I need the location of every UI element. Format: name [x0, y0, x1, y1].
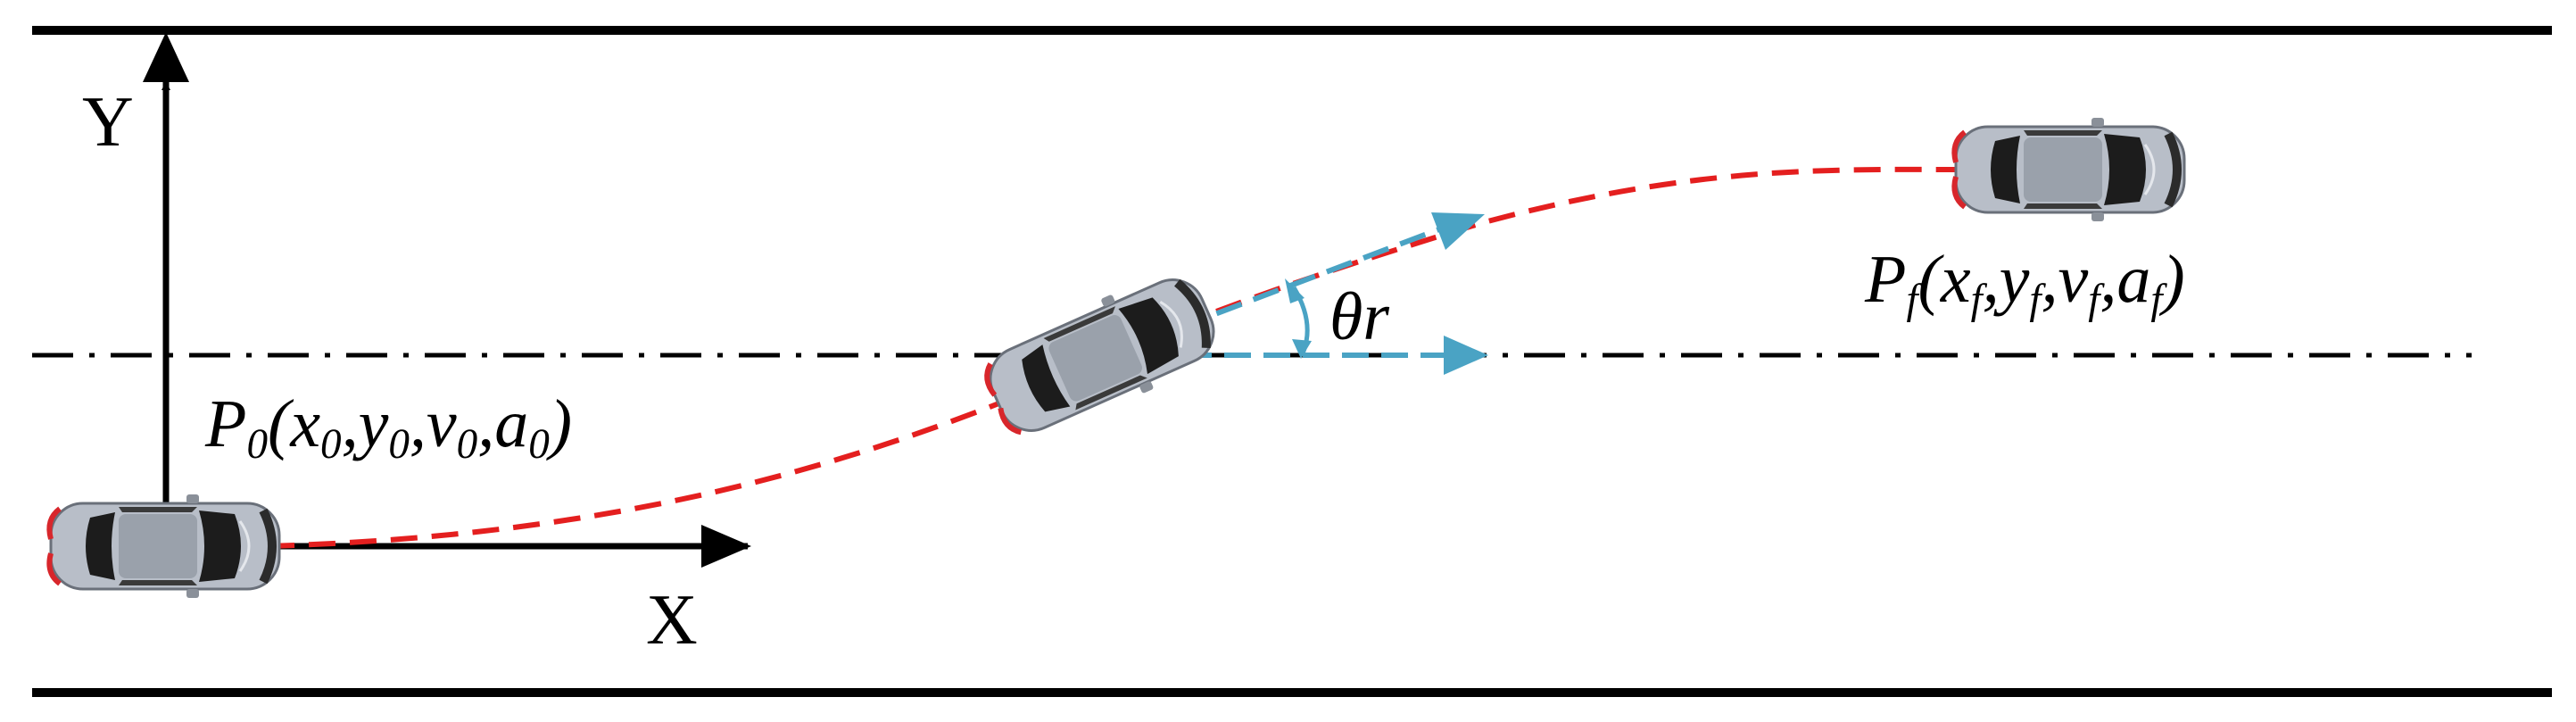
- angle-arc-arrowhead-top: [1285, 278, 1305, 303]
- start-sep-1: ,: [341, 386, 359, 461]
- start-x: x: [290, 386, 321, 461]
- start-y-subscript: 0: [388, 421, 410, 469]
- start-sep-3: ,: [477, 386, 495, 461]
- x-axis-label: X: [646, 581, 698, 660]
- y-axis-label: Y: [82, 83, 134, 162]
- angle-label: θr: [1329, 279, 1389, 354]
- heading-arrowhead: [1431, 212, 1485, 250]
- start-open: (: [268, 386, 291, 461]
- final-y-subscript: f: [2029, 277, 2042, 324]
- start-v: v: [426, 386, 457, 461]
- start-point-label: P0(x0,y0,v0,a0): [205, 386, 572, 469]
- start-v-subscript: 0: [456, 421, 478, 469]
- final-close: ): [2162, 242, 2185, 317]
- vehicle-final: [1954, 118, 2184, 221]
- final-subscript: f: [1906, 277, 1918, 324]
- final-symbol: P: [1865, 242, 1907, 317]
- start-close: ): [549, 386, 573, 461]
- start-a: a: [494, 386, 529, 461]
- final-sep-3: ,: [2100, 242, 2117, 317]
- vehicle-start: [49, 494, 279, 598]
- reference-arrowhead: [1444, 336, 1488, 375]
- final-a: a: [2116, 242, 2151, 317]
- start-sep-2: ,: [409, 386, 427, 461]
- final-sep-1: ,: [1982, 242, 2000, 317]
- start-y: y: [358, 386, 389, 461]
- angle-arc-arrowhead-bottom: [1292, 339, 1312, 359]
- lane-change-trajectory: [267, 166, 1964, 549]
- final-a-subscript: f: [2150, 277, 2163, 324]
- start-subscript: 0: [246, 421, 268, 469]
- start-a-subscript: 0: [528, 421, 550, 469]
- final-point-label: Pf(xf,yf,vf,af): [1865, 241, 2185, 324]
- x-axis-arrowhead: [701, 525, 751, 568]
- vehicle-middle: [975, 261, 1228, 450]
- y-axis-arrowhead: [143, 32, 189, 82]
- start-symbol: P: [205, 386, 247, 461]
- final-v-subscript: f: [2088, 277, 2100, 324]
- final-open: (: [1918, 242, 1941, 317]
- final-x-subscript: f: [1970, 277, 1983, 324]
- final-v: v: [2058, 242, 2089, 317]
- final-x: x: [1940, 242, 1971, 317]
- final-sep-2: ,: [2041, 242, 2058, 317]
- final-y: y: [1999, 242, 2030, 317]
- start-x-subscript: 0: [320, 421, 342, 469]
